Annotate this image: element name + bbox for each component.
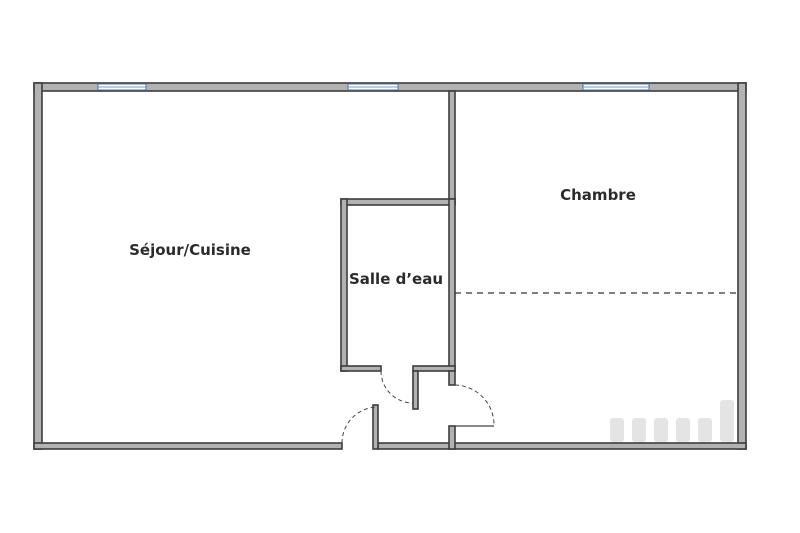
wall-right (737, 82, 747, 450)
partition-vertical-upper (448, 90, 456, 202)
corridor-wall-b (372, 404, 379, 450)
shower-door-arc (380, 370, 414, 404)
entrance-door-arc (341, 406, 379, 444)
corridor-wall-a (412, 370, 419, 410)
partition-vertical-lower-a (448, 370, 456, 386)
bedroom-door-arc (454, 384, 495, 427)
shower-wall-left (340, 198, 348, 372)
watermark-logo (610, 400, 734, 442)
room-label-living-kitchen: Séjour/Cuisine (129, 241, 251, 259)
interior-walls (340, 90, 456, 450)
shower-wall-right (448, 198, 456, 372)
shower-wall-bottom-right (412, 365, 456, 372)
partition-vertical-lower-b (448, 425, 456, 450)
wall-left (33, 82, 43, 450)
windows (97, 83, 650, 91)
shower-wall-top (340, 198, 456, 206)
wall-bottom-right (377, 442, 747, 450)
room-label-shower-room: Salle d’eau (349, 270, 443, 288)
room-label-bedroom: Chambre (560, 186, 636, 204)
wall-bottom-left (33, 442, 343, 450)
shower-wall-bottom-left (340, 365, 382, 372)
doors (341, 370, 495, 444)
outer-walls (33, 82, 747, 450)
